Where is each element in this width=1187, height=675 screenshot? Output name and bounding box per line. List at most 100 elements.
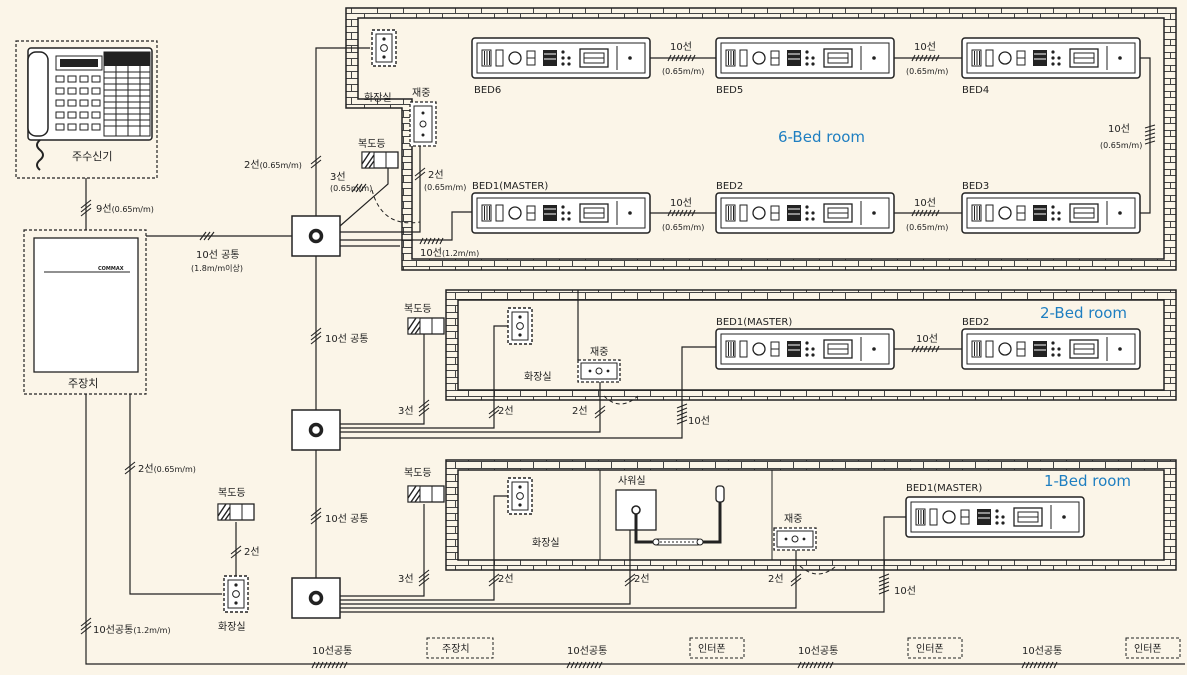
room6-bed-label: BED1(MASTER) bbox=[472, 181, 548, 192]
room6-corridor-line-spec: (0.65m/m) bbox=[330, 184, 372, 193]
reset-dashed-lines bbox=[371, 189, 837, 575]
junction-box-room1 bbox=[290, 576, 342, 620]
room6-bed5-panel bbox=[715, 37, 895, 79]
cable-marks bbox=[80, 54, 1156, 669]
room1-toilet-label: 화장실 bbox=[532, 537, 560, 549]
room1-corridor-lamp-icon bbox=[407, 485, 445, 503]
left-toilet-label: 화장실 bbox=[218, 621, 246, 633]
room1-title: 1-Bed room bbox=[1044, 472, 1131, 490]
footer-box-label: 주장치 bbox=[442, 643, 470, 655]
room1-line-label: 2선 bbox=[498, 573, 514, 585]
left-corridor-lamp-icon bbox=[217, 503, 255, 521]
room6-bed6-panel bbox=[471, 37, 651, 79]
toilet6-line-label: 2선(0.65m/m) bbox=[244, 159, 302, 171]
room6-link-label: 10선 bbox=[914, 197, 936, 209]
room6-bed-label: BED2 bbox=[716, 181, 743, 192]
left-toilet-call-icon bbox=[223, 575, 249, 613]
room2-line-label: 10선 bbox=[688, 415, 710, 427]
bottom-bus-label: 10선공통(1.2m/m) bbox=[93, 624, 171, 636]
room2-line-label: 2선 bbox=[572, 405, 588, 417]
room6-link-label: 10선 bbox=[670, 41, 692, 53]
left-corridor-lamp-label: 복도등 bbox=[218, 487, 246, 499]
room2-line-label: 2선 bbox=[498, 405, 514, 417]
room6-bed3-panel bbox=[961, 192, 1141, 234]
room6-reset-icon bbox=[409, 101, 437, 147]
room6-bed2-panel bbox=[715, 192, 895, 234]
room6-link-spec: (0.65m/m) bbox=[662, 223, 704, 232]
room6-reset-line-spec: (0.65m/m) bbox=[424, 183, 466, 192]
master-phone bbox=[15, 40, 158, 179]
room6-reset-line-label: 2선 bbox=[428, 169, 444, 181]
room2-title: 2-Bed room bbox=[1040, 304, 1127, 322]
room2-bed1-panel bbox=[715, 328, 895, 370]
room6-link-spec: (0.65m/m) bbox=[1100, 141, 1142, 150]
room1-bed-label: BED1(MASTER) bbox=[906, 483, 982, 494]
room2-corridor-lamp-icon bbox=[407, 317, 445, 335]
room2-link-label: 10선 bbox=[916, 333, 938, 345]
room1-shower-label: 사워실 bbox=[618, 474, 646, 487]
left-lamp-line-label: 2선 bbox=[244, 546, 260, 558]
footer-bus-label: 10선공통 bbox=[567, 645, 607, 657]
footer-bus-label: 10선공통 bbox=[312, 645, 352, 657]
room6-corridor-lamp-label: 복도등 bbox=[358, 138, 386, 150]
room1-bed1-panel bbox=[905, 496, 1085, 538]
room2-line-label: 3선 bbox=[398, 405, 414, 417]
room6-bed-label: BED3 bbox=[962, 181, 989, 192]
room1-reset-icon bbox=[773, 527, 817, 551]
room6-link-spec: (0.65m/m) bbox=[906, 67, 948, 76]
room1-toilet-call-icon bbox=[507, 477, 533, 515]
room6-link-label: 10선 bbox=[1108, 123, 1130, 135]
footer-box-label: 인터폰 bbox=[1134, 643, 1162, 655]
footer-device-box bbox=[426, 637, 1181, 659]
main-unit bbox=[23, 229, 147, 395]
room6-bed-label: BED5 bbox=[716, 85, 743, 96]
room6-link-spec: (0.65m/m) bbox=[906, 223, 948, 232]
main-common-label: 10선 공통 bbox=[196, 249, 240, 261]
main-common-spec: (1.8m/m이상) bbox=[191, 263, 243, 273]
room6-toilet-call-icon bbox=[371, 29, 397, 67]
footer-box-label: 인터폰 bbox=[916, 643, 944, 655]
room6-bed-label: BED6 bbox=[474, 85, 501, 96]
room2-reset-icon bbox=[577, 359, 621, 383]
room2-toilet-call-icon bbox=[507, 307, 533, 345]
room6-feed-line-label: 10선(1.2m/m) bbox=[420, 247, 479, 259]
footer-bus-label: 10선공통 bbox=[1022, 645, 1062, 657]
room2-bed2-panel bbox=[961, 328, 1141, 370]
room1-line-label: 2선 bbox=[768, 573, 784, 585]
room2-bed-label: BED2 bbox=[962, 317, 989, 328]
wires bbox=[85, 47, 1185, 665]
main-unit-brand: COMMAX bbox=[98, 266, 124, 272]
junction-box-room6 bbox=[290, 214, 342, 258]
room6-title: 6-Bed room bbox=[778, 128, 865, 146]
room6-bed-label: BED4 bbox=[962, 85, 989, 96]
room6-toilet-label: 화장실 bbox=[364, 92, 392, 104]
room6-corridor-line-label: 3선 bbox=[330, 171, 346, 183]
room6-link-label: 10선 bbox=[914, 41, 936, 53]
junction-box-room2 bbox=[290, 408, 342, 452]
room2-bed-label: BED1(MASTER) bbox=[716, 317, 792, 328]
phone-main-line-label: 9선(0.65m/m) bbox=[96, 203, 154, 215]
left-bottom-line-label: 2선(0.65m/m) bbox=[138, 463, 196, 475]
room6-reset-label: 재중 bbox=[412, 87, 430, 99]
footer-box-label: 인터폰 bbox=[698, 643, 726, 655]
room1-shower-pull-cord-icon bbox=[615, 485, 725, 546]
room6-bed4-panel bbox=[961, 37, 1141, 79]
room6-bed1-panel bbox=[471, 192, 651, 234]
room6-corridor-lamp-icon bbox=[361, 151, 399, 169]
main-unit-label: 주장치 bbox=[68, 377, 98, 390]
room6-link-label: 10선 bbox=[670, 197, 692, 209]
room2-corridor-lamp-label: 복도등 bbox=[404, 303, 432, 315]
room1-line-label: 2선 bbox=[634, 573, 650, 585]
room2-toilet-label: 화장실 bbox=[524, 371, 552, 383]
master-phone-label: 주수신기 bbox=[72, 150, 112, 163]
room1-line-label: 10선 bbox=[894, 585, 916, 597]
trunk-upper-label: 10선 공통 bbox=[325, 333, 369, 345]
room1-line-label: 3선 bbox=[398, 573, 414, 585]
room6-link-spec: (0.65m/m) bbox=[662, 67, 704, 76]
room1-reset-label: 재중 bbox=[784, 513, 802, 525]
trunk-lower-label: 10선 공통 bbox=[325, 513, 369, 525]
footer-bus-label: 10선공통 bbox=[798, 645, 838, 657]
room2-reset-label: 재중 bbox=[590, 346, 608, 358]
room1-corridor-lamp-label: 복도등 bbox=[404, 467, 432, 479]
